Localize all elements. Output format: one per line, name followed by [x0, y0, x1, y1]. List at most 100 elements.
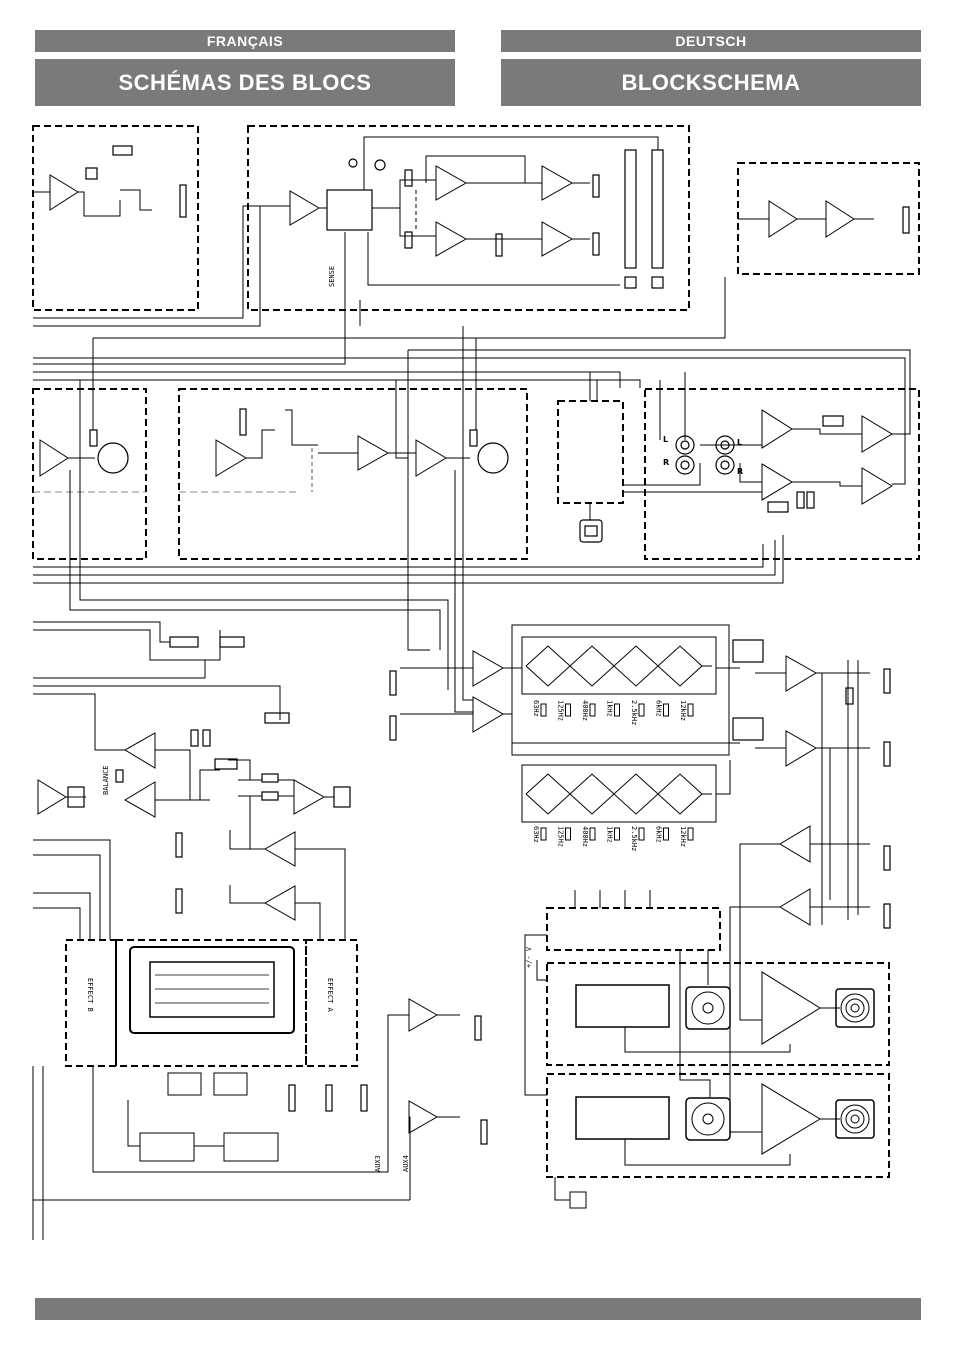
jack-socket: [333, 786, 351, 808]
eq-band-label: 400Hz: [581, 700, 589, 721]
speaker-cone: [840, 993, 870, 1023]
wire: [33, 660, 206, 679]
jack-plug: [175, 832, 183, 858]
rca-pin: [680, 460, 690, 470]
label-left-output: L: [737, 438, 742, 447]
resistor: [115, 769, 124, 783]
usb-port: [584, 525, 598, 537]
amp-symbol: [472, 650, 504, 687]
amp-symbol: [408, 1100, 439, 1134]
jack-plug: [179, 184, 187, 218]
label-effect-b: EFFECT B: [86, 978, 94, 1012]
processing-block: [223, 1132, 279, 1162]
rca-connector: [715, 435, 735, 455]
footer-bar: [35, 1298, 921, 1320]
amp-symbol: [785, 730, 817, 767]
wire: [503, 713, 740, 744]
eq-block-top: [521, 636, 717, 695]
eq-block-bottom: [521, 764, 717, 823]
eq-band-label: 2.5kHz: [630, 700, 638, 725]
wire: [228, 759, 251, 780]
eq-curve: [525, 793, 703, 815]
eq-slider-icon: [663, 827, 669, 841]
lcd-grid: [155, 974, 269, 1004]
eq-band-label: 63Hz: [532, 826, 540, 843]
eq-band-label: 2.5kHz: [630, 826, 638, 851]
wire: [395, 380, 408, 459]
amp-symbol: [861, 415, 893, 453]
amp-symbol: [761, 409, 793, 449]
eq-slider-icon: [589, 703, 596, 717]
wire: [624, 1139, 791, 1166]
eq-slider-icon: [687, 703, 694, 717]
wire: [33, 892, 91, 940]
connector-strip: [624, 149, 637, 269]
amp-symbol: [541, 165, 574, 201]
resistor: [404, 169, 413, 187]
amp-symbol: [415, 439, 447, 477]
amp-symbol: [215, 439, 247, 477]
wire: [792, 481, 862, 487]
speaker-icon: [835, 988, 875, 1028]
module-mic-input: [178, 388, 528, 560]
speaker-dust-cap: [850, 1003, 860, 1013]
module-effect-a: [305, 939, 358, 1067]
amp-symbol: [825, 200, 855, 238]
wire: [93, 277, 726, 339]
jack-plug: [175, 888, 183, 914]
amp-symbol: [357, 435, 390, 471]
wire: [792, 428, 862, 435]
jack-socket: [67, 786, 85, 808]
module-boxes: [32, 125, 920, 1178]
wire: [33, 357, 906, 485]
wire: [33, 621, 170, 643]
speakers: [835, 988, 875, 1139]
module-effect-b: [65, 939, 117, 1067]
resistor: [261, 773, 279, 783]
resistor: [89, 429, 98, 447]
wire: [33, 206, 261, 327]
amp-symbol: [124, 732, 156, 769]
wire: [363, 136, 659, 190]
eq-band-label: 1kHz: [606, 700, 614, 717]
eq-slider-icon: [663, 703, 669, 717]
wire: [120, 189, 152, 211]
amp-symbol: [779, 825, 811, 863]
wire: [33, 232, 346, 365]
eq-band-label: 12kHz: [679, 826, 687, 847]
wire: [33, 839, 111, 940]
connectors: [67, 145, 910, 1145]
eq-slider-icon: [565, 827, 571, 841]
label-sense: SENSE: [328, 266, 336, 287]
wire: [229, 885, 265, 904]
amp-symbol: [49, 174, 79, 211]
rca-pin: [720, 440, 730, 450]
amp-symbol: [37, 779, 67, 815]
wire: [367, 232, 620, 286]
language-label-french: FRANÇAIS: [35, 30, 455, 52]
jack-plug: [360, 1084, 368, 1112]
jack-plug: [883, 741, 891, 767]
fan-hub: [702, 1002, 714, 1014]
fan-blade-ring: [691, 991, 725, 1025]
module-power-amp-2: [546, 1073, 890, 1178]
rca-pin: [720, 460, 730, 470]
wire: [623, 463, 701, 486]
resistor: [261, 791, 279, 801]
amp-symbol: [263, 885, 296, 921]
wire: [295, 902, 321, 940]
wire: [155, 769, 220, 801]
amp-symbol: [263, 831, 296, 867]
speaker-dust-cap: [850, 1114, 860, 1124]
jack-plug: [239, 408, 247, 436]
wire: [127, 1100, 140, 1147]
resistor: [169, 636, 199, 648]
amp-symbol: [435, 165, 468, 201]
lcd-screen: [149, 961, 275, 1018]
jack-plug: [389, 715, 397, 741]
eq-band-label: 63Hz: [532, 700, 540, 717]
wire: [78, 191, 121, 217]
